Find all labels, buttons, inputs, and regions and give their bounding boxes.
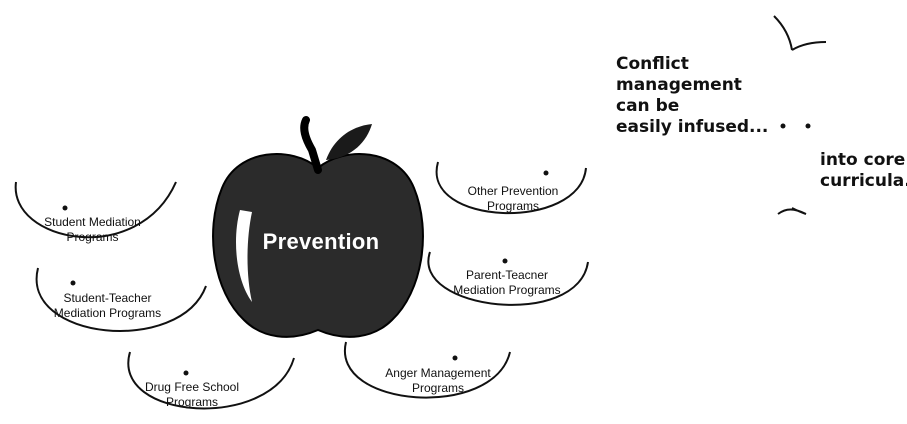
label-anger-management: Anger Management Programs	[368, 366, 508, 396]
label-line-2: Mediation Programs	[453, 283, 561, 297]
label-line-2: Mediation Programs	[53, 306, 162, 320]
center-label: Prevention	[262, 229, 380, 254]
apple-highlight	[236, 210, 252, 302]
dot-student-mediation	[62, 205, 68, 211]
message-right: into core curricula.	[820, 150, 907, 192]
label-line-1: Drug Free School	[144, 380, 240, 394]
label-student-mediation: Student Mediation Programs	[30, 215, 155, 245]
label-line-1: Anger Management	[385, 366, 491, 380]
dot-anger-management	[452, 355, 458, 361]
apple-stem	[300, 116, 322, 174]
dot-student-teacher	[70, 280, 76, 286]
dot-drug-free	[183, 370, 189, 376]
label-line-1: Student Mediation	[44, 215, 141, 229]
message-line: into core	[820, 150, 906, 170]
program-arcs	[14, 161, 589, 410]
program-dots	[62, 170, 549, 376]
label-student-teacher: Student-Teacher Mediation Programs	[40, 291, 175, 321]
message-line: can be	[616, 96, 680, 116]
label-parent-teacher: Parent-Teacner Mediation Programs	[442, 268, 572, 298]
arc-other-prevention	[435, 161, 587, 214]
apple-body	[212, 153, 424, 338]
label-other-prevention: Other Prevention Programs	[458, 184, 568, 214]
smiley-eye-right	[805, 123, 811, 129]
smiley-eyebrow	[773, 15, 827, 51]
message-left: Conflict management can be easily infuse…	[616, 54, 786, 138]
smiley-mouth	[777, 207, 807, 215]
label-line-2: Programs	[486, 199, 539, 213]
apple-leaf	[326, 124, 372, 160]
arc-student-teacher	[35, 267, 207, 333]
label-drug-free: Drug Free School Programs	[132, 380, 252, 410]
smiley-face	[773, 15, 827, 215]
label-line-2: Programs	[66, 230, 119, 244]
dot-other-prevention	[543, 170, 549, 176]
message-line: easily infused...	[616, 117, 769, 137]
label-line-2: Programs	[165, 395, 218, 409]
smiley-eye-left	[780, 123, 786, 129]
dot-parent-teacher	[502, 258, 508, 264]
label-line-2: Programs	[411, 381, 464, 395]
label-line-1: Parent-Teacner	[465, 268, 549, 282]
arc-drug-free	[127, 351, 295, 410]
label-line-1: Other Prevention	[467, 184, 559, 198]
label-line-1: Student-Teacher	[63, 291, 152, 305]
arc-anger-management	[343, 341, 511, 399]
apple-graphic	[212, 116, 424, 338]
message-line: management	[616, 75, 742, 95]
arc-parent-teacher	[427, 251, 589, 306]
arc-student-mediation	[14, 181, 177, 239]
message-line: curricula.	[820, 171, 907, 191]
message-line: Conflict	[616, 54, 689, 74]
